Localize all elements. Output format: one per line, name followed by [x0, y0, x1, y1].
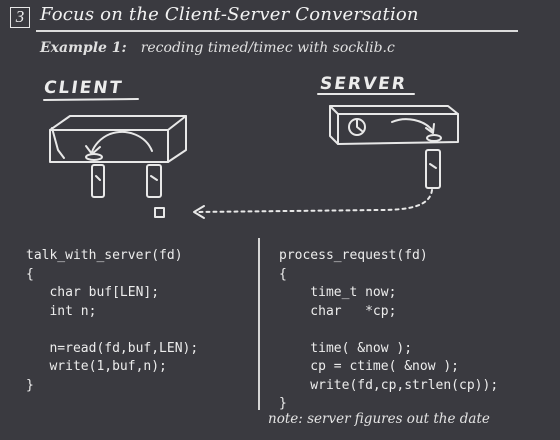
- client-label-underline: [43, 98, 139, 101]
- server-label: SERVER: [318, 74, 409, 94]
- client-receive-arrow-icon: [85, 131, 153, 161]
- client-box-icon: [49, 115, 187, 163]
- code-line: process_request(fd): [279, 248, 428, 263]
- example-description: recoding timed/timec with socklib.c: [140, 40, 395, 56]
- client-label: CLIENT: [42, 78, 125, 98]
- code-line: n=read(fd,buf,LEN);: [26, 340, 199, 356]
- example-label: Example 1:: [40, 40, 127, 56]
- code-line: char *cp;: [279, 303, 397, 319]
- connection-arrowhead-icon: [193, 205, 205, 219]
- server-leg-icon: [425, 149, 441, 189]
- server-box-icon: [329, 105, 459, 145]
- code-line: time_t now;: [279, 285, 397, 300]
- server-note: note: server figures out the date: [268, 411, 490, 427]
- clock-icon: [348, 118, 366, 136]
- code-line: int n;: [26, 303, 97, 319]
- client-socket-end-icon: [154, 207, 165, 218]
- server-code-block: process_request(fd) { time_t now; char *…: [279, 247, 498, 414]
- subtitle: Example 1: recoding timed/timec with sock…: [40, 40, 395, 56]
- code-line: }: [26, 377, 34, 393]
- code-line: time( &now );: [279, 340, 413, 356]
- code-line: {: [279, 266, 287, 282]
- code-line: cp = ctime( &now );: [279, 359, 460, 374]
- connection-dotted-line: [195, 189, 433, 213]
- client-legs-icon: [91, 164, 162, 198]
- server-send-arrow-icon: [391, 118, 442, 142]
- column-divider: [258, 238, 260, 410]
- code-line: talk_with_server(fd): [26, 248, 183, 263]
- code-line: }: [279, 396, 287, 411]
- slide-title: Focus on the Client-Server Conversation: [40, 4, 419, 25]
- code-line: write(fd,cp,strlen(cp));: [279, 377, 499, 393]
- slide-number: 3: [10, 7, 30, 28]
- client-code-block: talk_with_server(fd) { char buf[LEN]; in…: [26, 247, 198, 395]
- code-line: write(1,buf,n);: [26, 359, 167, 374]
- code-line: char buf[LEN];: [26, 285, 160, 300]
- code-line: {: [26, 266, 34, 282]
- title-underline: [36, 30, 518, 32]
